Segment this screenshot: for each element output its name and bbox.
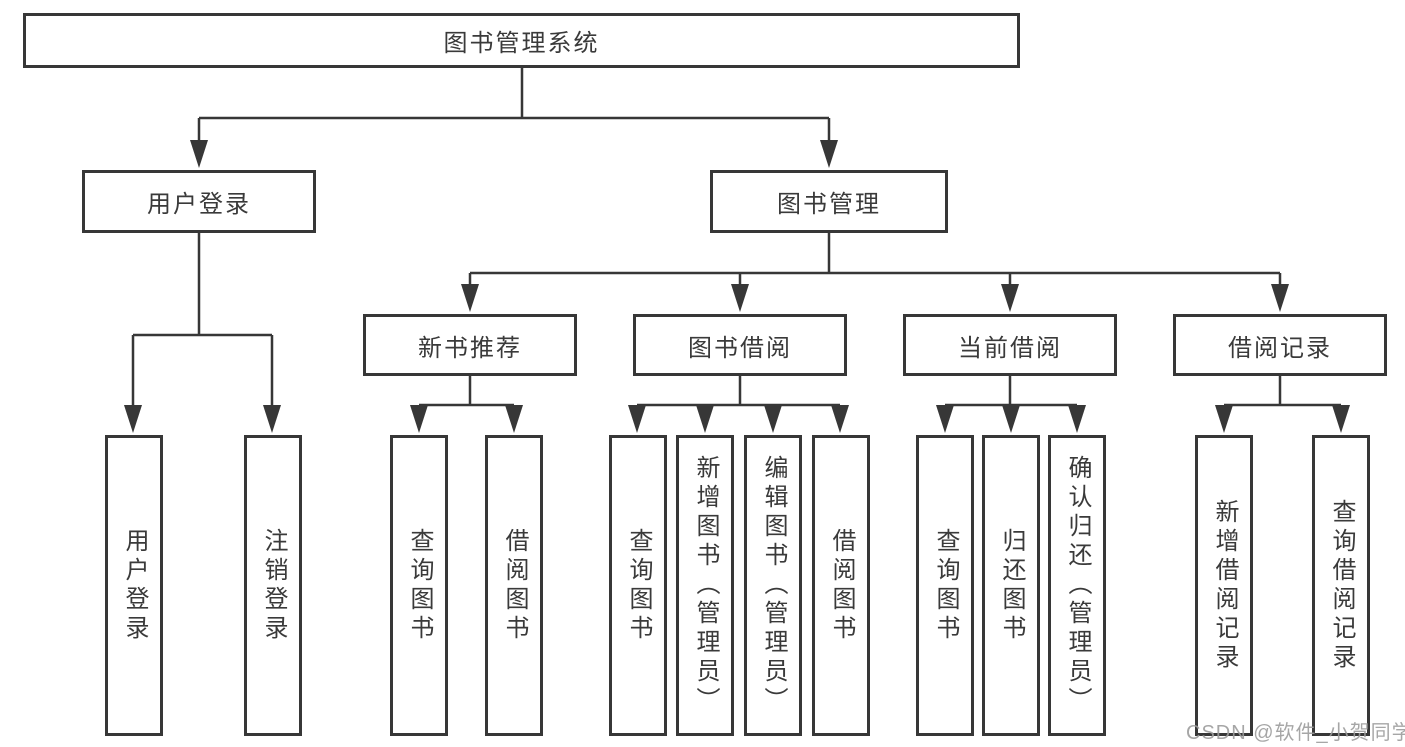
node-leaf-return-books: 归还图书 bbox=[982, 435, 1040, 736]
node-leaf-add-borrow-record: 新增借阅记录 bbox=[1195, 435, 1253, 736]
arrowhead-icon bbox=[124, 405, 142, 433]
connector-line bbox=[417, 376, 516, 407]
node-book-management: 图书管理 bbox=[710, 170, 948, 233]
node-leaf-query-books-1: 查询图书 bbox=[390, 435, 448, 736]
node-leaf-borrow-books-2: 借阅图书 bbox=[812, 435, 870, 736]
arrowhead-icon bbox=[936, 405, 954, 433]
connector-line bbox=[197, 68, 831, 141]
node-new-book-recommend: 新书推荐 bbox=[363, 314, 577, 376]
arrowhead-icon bbox=[764, 405, 782, 433]
connector-book-mgmt-to-level3 bbox=[461, 233, 1289, 312]
connector-line bbox=[468, 233, 1282, 285]
arrowhead-icon bbox=[1215, 405, 1233, 433]
node-user-login: 用户登录 bbox=[82, 170, 316, 233]
arrowhead-icon bbox=[1002, 405, 1020, 433]
arrowhead-icon bbox=[731, 284, 749, 312]
node-leaf-query-books-2: 查询图书 bbox=[609, 435, 667, 736]
connector-current-borrow-children bbox=[936, 376, 1086, 433]
connector-user-login-children bbox=[124, 233, 281, 433]
node-leaf-borrow-books-1: 借阅图书 bbox=[485, 435, 543, 736]
arrowhead-icon bbox=[820, 140, 838, 168]
arrowhead-icon bbox=[1332, 405, 1350, 433]
arrowhead-icon bbox=[1068, 405, 1086, 433]
node-leaf-user-login: 用户登录 bbox=[105, 435, 163, 736]
connector-new-book-children bbox=[410, 376, 523, 433]
arrowhead-icon bbox=[1271, 284, 1289, 312]
node-current-borrowing: 当前借阅 bbox=[903, 314, 1117, 376]
node-root-library-system: 图书管理系统 bbox=[23, 13, 1020, 68]
node-leaf-add-books-admin: 新增图书（管理员） bbox=[676, 435, 734, 736]
node-leaf-edit-books-admin: 编辑图书（管理员） bbox=[744, 435, 802, 736]
node-leaf-query-borrow-record: 查询借阅记录 bbox=[1312, 435, 1370, 736]
arrowhead-icon bbox=[505, 405, 523, 433]
connector-root-to-level2 bbox=[190, 68, 838, 168]
arrowhead-icon bbox=[696, 405, 714, 433]
connector-line bbox=[1224, 376, 1341, 407]
arrowhead-icon bbox=[628, 405, 646, 433]
node-leaf-logout: 注销登录 bbox=[244, 435, 302, 736]
arrowhead-icon bbox=[831, 405, 849, 433]
node-leaf-query-books-3: 查询图书 bbox=[916, 435, 974, 736]
arrowhead-icon bbox=[1001, 284, 1019, 312]
connector-book-borrow-children bbox=[628, 376, 849, 433]
arrowhead-icon bbox=[461, 284, 479, 312]
csdn-watermark: CSDN @软件_小贺同学 bbox=[1186, 722, 1405, 744]
connector-line bbox=[945, 376, 1077, 407]
connector-line bbox=[131, 233, 274, 406]
arrowhead-icon bbox=[263, 405, 281, 433]
node-leaf-confirm-return-admin: 确认归还（管理员） bbox=[1048, 435, 1106, 736]
node-book-borrowing: 图书借阅 bbox=[633, 314, 847, 376]
arrowhead-icon bbox=[190, 140, 208, 168]
node-borrowing-records: 借阅记录 bbox=[1173, 314, 1387, 376]
arrowhead-icon bbox=[410, 405, 428, 433]
connector-borrow-records-children bbox=[1215, 376, 1350, 433]
connector-line bbox=[637, 376, 840, 407]
